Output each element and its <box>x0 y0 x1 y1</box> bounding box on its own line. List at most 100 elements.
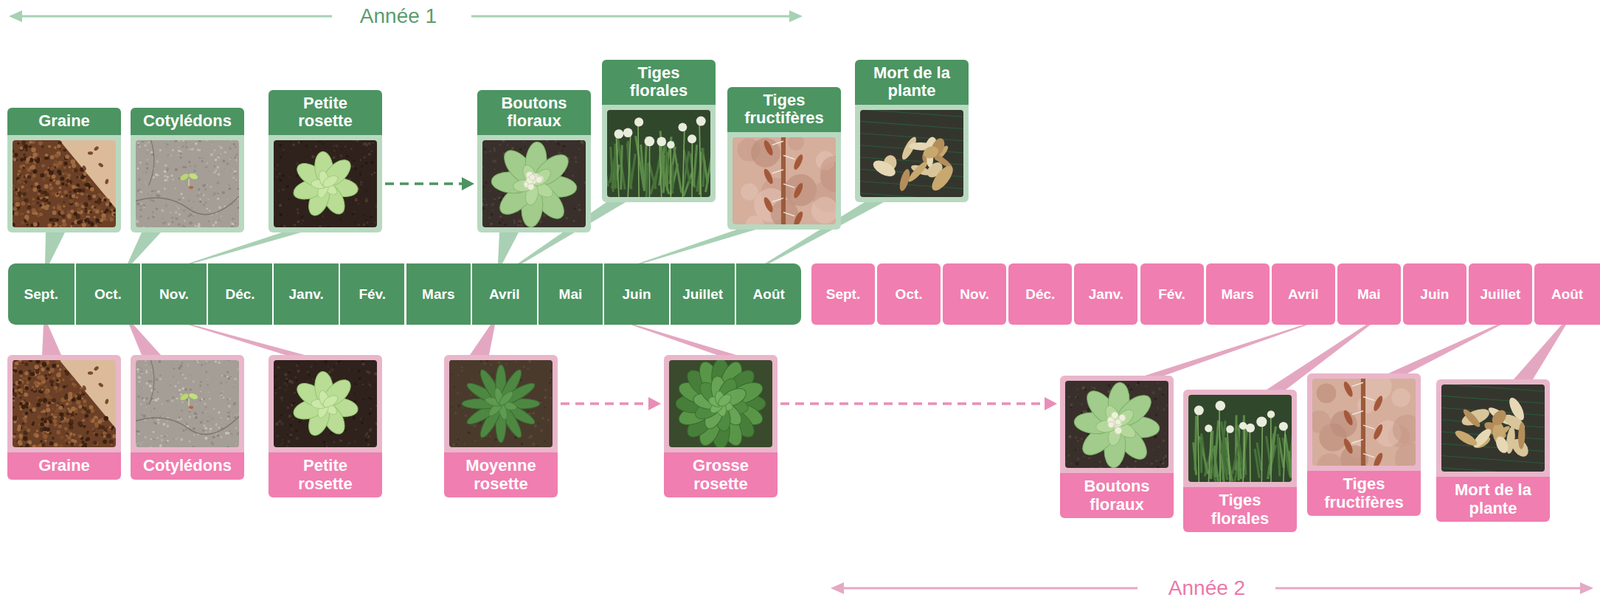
photo-detail <box>208 170 209 172</box>
photo-detail <box>226 371 229 374</box>
photo-detail <box>55 179 60 185</box>
photo-detail <box>212 172 214 175</box>
photo-detail <box>280 224 282 227</box>
photo-detail <box>163 179 166 182</box>
photo-detail <box>554 140 557 142</box>
photo-detail <box>56 218 60 222</box>
photo-detail <box>179 156 182 159</box>
photo-detail <box>103 416 108 421</box>
photo-detail <box>31 202 35 206</box>
photo-detail <box>194 411 197 415</box>
photo-detail <box>34 433 40 438</box>
photo-detail <box>792 153 805 172</box>
photo-detail <box>166 175 169 178</box>
photo-detail <box>12 206 17 211</box>
photo-detail <box>182 373 184 376</box>
photo-detail <box>85 193 89 197</box>
photo-detail <box>337 441 340 444</box>
stage-name: Tiges florales <box>610 64 707 101</box>
month-name: Sept. <box>24 286 59 303</box>
photo-detail <box>188 199 191 203</box>
photo-detail <box>59 412 64 417</box>
pointer-wedge <box>1513 324 1567 380</box>
photo-detail <box>146 396 149 400</box>
photo-detail <box>192 215 195 217</box>
photo-detail <box>493 159 497 163</box>
photo-detail <box>188 221 192 225</box>
photo-detail <box>12 359 116 448</box>
photo-detail <box>340 148 343 150</box>
stage-header: Mort de la plante <box>854 59 969 105</box>
photo-detail <box>294 376 297 379</box>
photo-detail <box>573 156 577 160</box>
photo-detail <box>340 362 342 364</box>
photo-detail <box>12 140 116 228</box>
photo-detail <box>64 369 67 372</box>
photo-detail <box>366 225 369 228</box>
photo-detail <box>70 224 73 228</box>
photo-detail <box>179 183 181 185</box>
photo-detail <box>577 140 581 142</box>
photo-detail <box>32 169 37 175</box>
month-name: Déc. <box>224 286 255 303</box>
photo-detail <box>51 407 54 410</box>
photo-detail <box>177 222 181 226</box>
callout-pointer <box>1144 324 1308 376</box>
photo-detail <box>188 178 190 186</box>
photo-detail <box>178 416 181 419</box>
photo-detail <box>307 373 310 376</box>
photo-detail <box>190 221 193 224</box>
photo-detail <box>28 140 32 144</box>
photo-detail <box>16 142 20 145</box>
year-arrow-head <box>789 10 803 23</box>
photo-detail <box>189 165 192 167</box>
photo-detail <box>175 438 178 440</box>
photo-detail <box>209 430 211 433</box>
photo-detail <box>156 436 158 439</box>
photo-detail <box>217 173 221 177</box>
photo-detail <box>213 149 216 152</box>
photo-detail <box>32 151 37 157</box>
photo-detail <box>70 441 74 446</box>
photo-detail <box>22 153 26 157</box>
photo-detail <box>22 435 28 441</box>
stage-callout: Graine <box>7 107 121 233</box>
pointer-wedge <box>42 324 62 355</box>
photo-detail <box>371 160 374 164</box>
stage-photo <box>273 359 377 448</box>
photo-detail <box>36 197 40 200</box>
photo-detail <box>236 181 238 183</box>
photo-detail <box>136 368 140 372</box>
photo-detail <box>137 143 140 147</box>
photo-detail <box>27 376 31 381</box>
photo-detail <box>81 385 88 391</box>
photo-detail <box>811 196 836 224</box>
photo-detail <box>73 383 76 386</box>
photo-detail <box>359 182 363 186</box>
photo-detail <box>235 179 237 182</box>
photo-detail <box>237 413 240 415</box>
photo-detail <box>83 407 88 411</box>
photo-detail <box>182 429 186 432</box>
photo-detail <box>332 155 336 159</box>
photo-detail <box>181 140 185 142</box>
photo-detail <box>230 224 234 228</box>
photo-detail <box>306 144 308 147</box>
photo-detail <box>164 163 168 167</box>
photo-detail <box>21 185 25 189</box>
photo-detail <box>81 165 88 172</box>
photo-detail <box>205 410 207 412</box>
photo-detail <box>279 155 282 158</box>
photo-detail <box>70 438 75 442</box>
photo-detail <box>145 369 148 372</box>
photo-detail <box>143 143 147 147</box>
photo-detail <box>139 208 142 211</box>
month-name: Nov. <box>159 286 189 303</box>
photo-detail <box>220 153 222 155</box>
photo-detail <box>283 224 286 228</box>
photo-detail <box>290 380 294 384</box>
photo-detail <box>227 402 229 404</box>
photo-detail <box>184 376 187 380</box>
photo-detail <box>860 109 964 117</box>
photo-detail <box>165 143 169 146</box>
